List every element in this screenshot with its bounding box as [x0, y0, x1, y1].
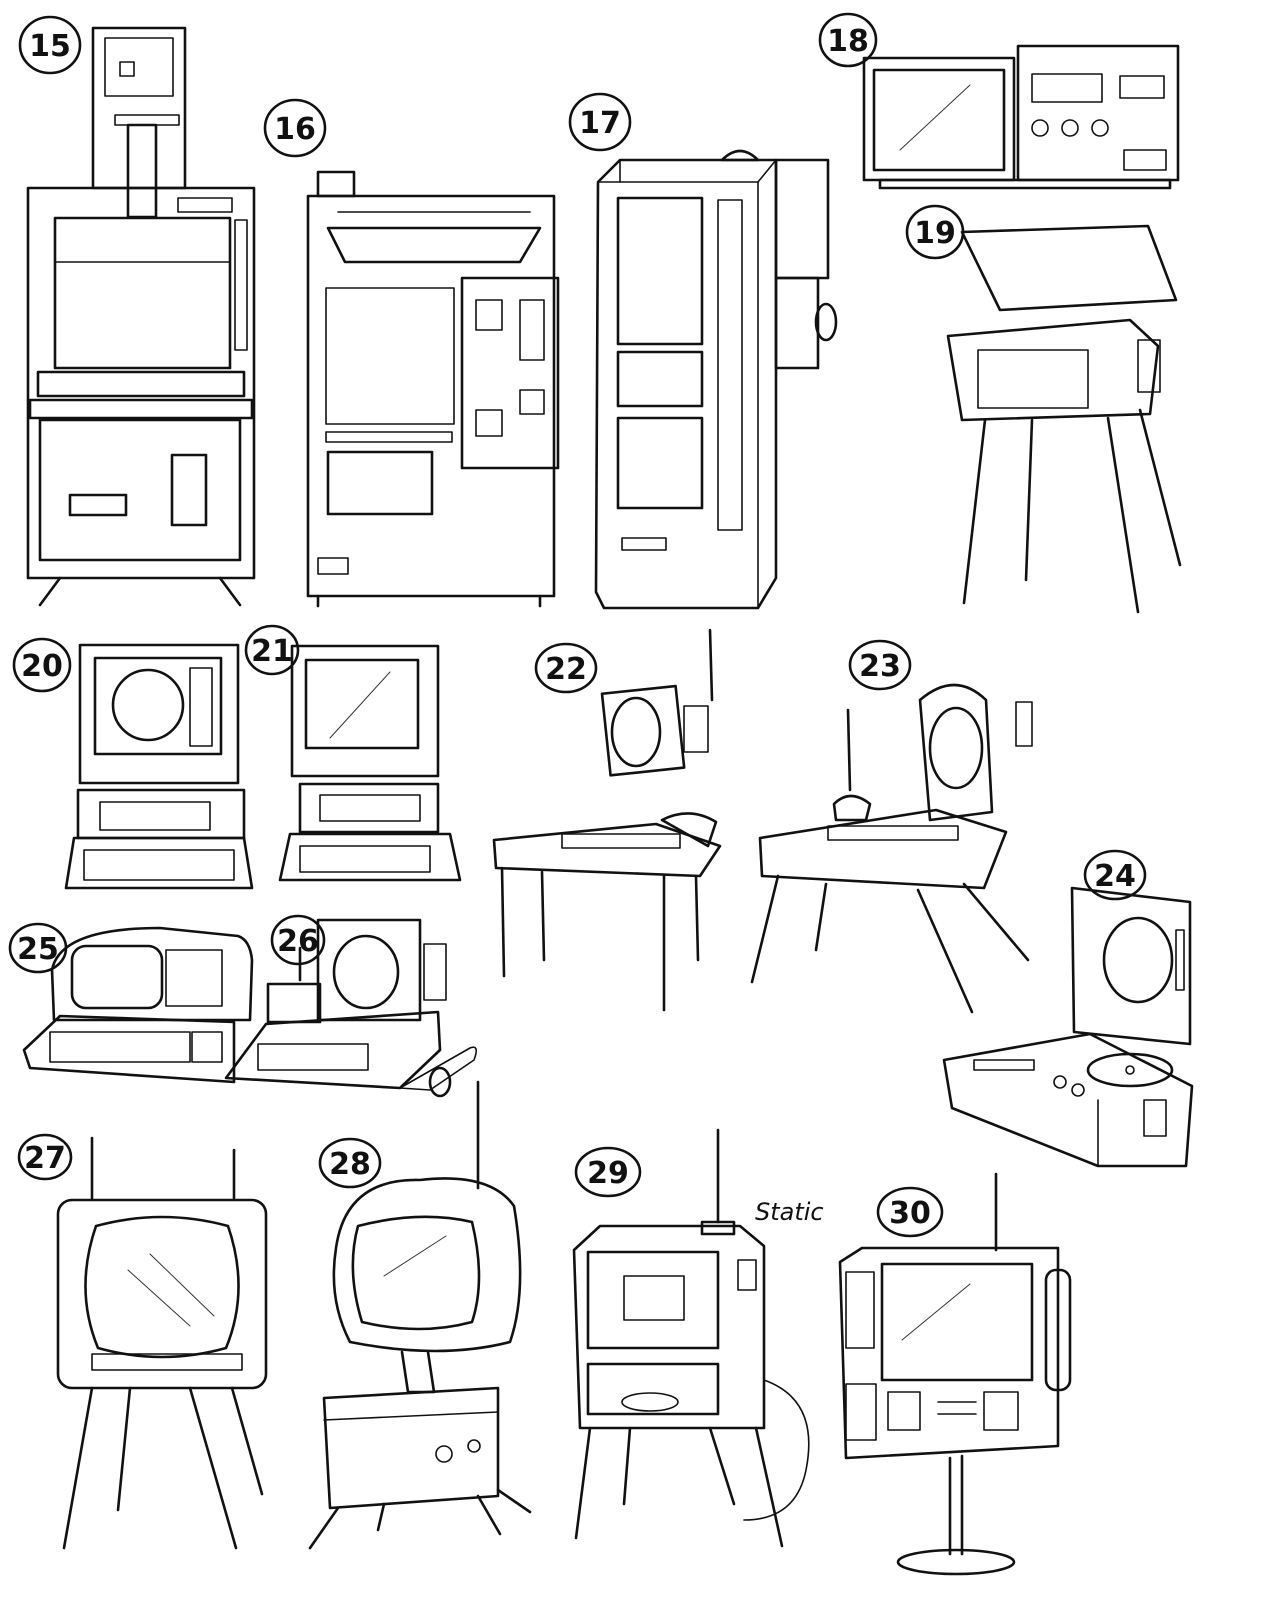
label-19-text: 19: [914, 216, 956, 251]
label-18: 18: [818, 12, 878, 68]
pedestal-tv-icon: [838, 1172, 1072, 1576]
label-15: 15: [18, 15, 82, 75]
tv-stereo-icon: [862, 44, 1180, 190]
label-29: 29: [574, 1146, 642, 1198]
label-22-text: 22: [545, 652, 587, 687]
round-tv-on-stand-icon: [308, 1080, 532, 1550]
label-16: 16: [263, 98, 327, 158]
vending-machine-icon: [306, 170, 560, 608]
label-26: 26: [270, 914, 326, 966]
label-26-text: 26: [277, 924, 319, 959]
desktop-computer-icon: [278, 644, 462, 882]
label-19: 19: [905, 204, 965, 260]
label-29-text: 29: [587, 1156, 629, 1191]
label-15-text: 15: [29, 29, 71, 64]
label-20: 20: [12, 637, 72, 693]
label-30-text: 30: [889, 1196, 931, 1231]
retro-console-desk-icon: [750, 683, 1033, 1014]
label-30: 30: [876, 1186, 944, 1238]
label-21: 21: [244, 624, 300, 676]
static-note: Static: [755, 1198, 824, 1226]
label-25-text: 25: [17, 932, 59, 967]
retro-workstation-icon: [224, 918, 478, 1098]
tall-cabinet-icon: [594, 149, 838, 610]
label-20-text: 20: [21, 649, 63, 684]
arcade-cabinet-icon: [26, 26, 256, 607]
desktop-computer-icon: [64, 643, 254, 890]
label-21-text: 21: [251, 634, 293, 669]
portable-tv-turntable-icon: [942, 886, 1194, 1168]
label-17: 17: [568, 92, 632, 152]
label-24: 24: [1083, 849, 1147, 901]
cabinet-tv-icon: [572, 1128, 810, 1548]
label-23-text: 23: [859, 649, 901, 684]
retro-terminal-icon: [22, 926, 254, 1084]
label-28-text: 28: [329, 1147, 371, 1182]
record-console-icon: [946, 224, 1182, 614]
label-18-text: 18: [827, 24, 869, 59]
label-28: 28: [318, 1137, 382, 1189]
label-27: 27: [17, 1133, 73, 1181]
retro-console-desk-icon: [492, 628, 722, 1012]
label-17-text: 17: [579, 106, 621, 141]
label-27-text: 27: [24, 1141, 66, 1176]
label-23: 23: [848, 639, 912, 691]
tv-on-legs-icon: [56, 1136, 268, 1550]
label-24-text: 24: [1094, 859, 1136, 894]
label-16-text: 16: [274, 112, 316, 147]
label-22: 22: [534, 642, 598, 694]
label-25: 25: [8, 922, 68, 974]
